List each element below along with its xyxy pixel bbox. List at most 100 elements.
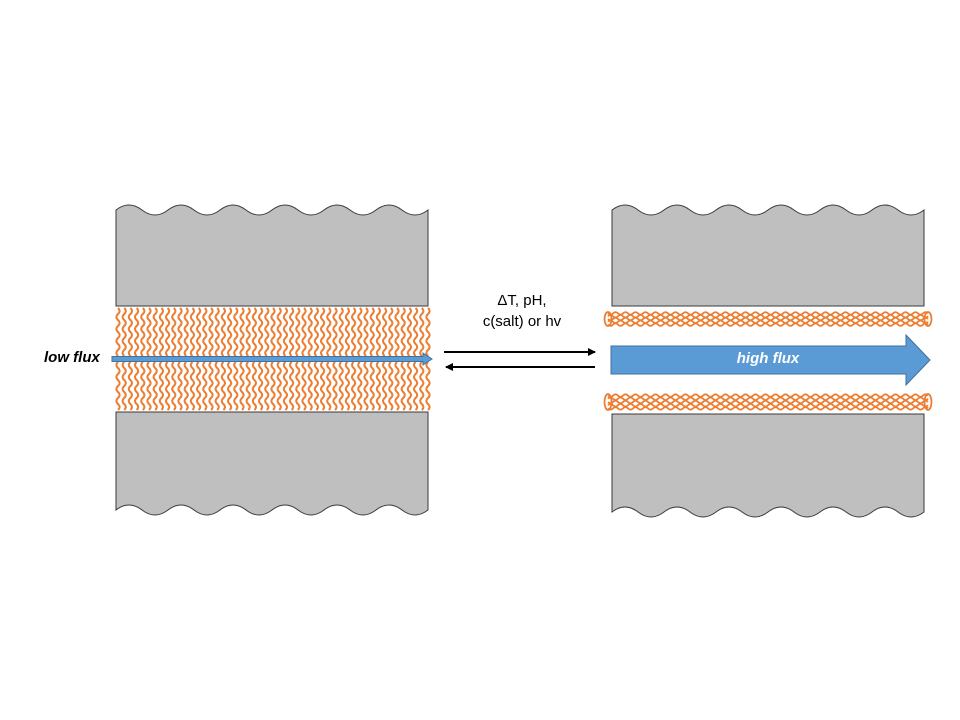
- polymer-chain: [264, 307, 270, 357]
- polymer-chain: [264, 361, 270, 411]
- collapsed-chain-end: [923, 311, 933, 327]
- polymer-chain: [344, 307, 350, 357]
- polymer-chain: [289, 361, 295, 411]
- polymer-chain: [171, 307, 177, 357]
- polymer-chain: [127, 361, 133, 411]
- polymer-chain: [413, 307, 419, 357]
- polymer-chain: [165, 307, 171, 357]
- polymer-chain: [295, 307, 301, 357]
- polymer-chain: [282, 307, 288, 357]
- stimulus-label: ΔT, pH, c(salt) or hv: [448, 290, 596, 332]
- polymer-chain: [369, 307, 375, 357]
- collapsed-polymer-chain: [607, 396, 929, 401]
- polymer-chain: [239, 307, 245, 357]
- polymer-chain: [419, 361, 425, 411]
- reversible-switch-arrows: [444, 348, 596, 371]
- polymer-chain: [146, 361, 152, 411]
- collapsed-polymer-chain: [607, 322, 929, 327]
- left-pore: [111, 204, 433, 516]
- polymer-chain: [171, 361, 177, 411]
- polymer-chain: [357, 307, 363, 357]
- stimulus-line-2: c(salt) or hv: [482, 313, 562, 330]
- collapsed-polymer-chain: [607, 393, 929, 398]
- polymer-chain: [134, 307, 140, 357]
- polymer-chain: [245, 361, 251, 411]
- polymer-chain: [425, 361, 431, 411]
- polymer-chain: [177, 307, 183, 357]
- collapsed-polymer-chain: [607, 399, 929, 405]
- polymer-chain: [394, 361, 400, 411]
- polymer-chain: [134, 361, 140, 411]
- polymer-chain: [115, 361, 121, 411]
- polymer-chain: [158, 307, 164, 357]
- polymer-chain: [344, 361, 350, 411]
- polymer-chain: [196, 307, 202, 357]
- polymer-chain: [425, 307, 431, 357]
- polymer-chain: [183, 307, 189, 357]
- polymer-chain: [351, 307, 357, 357]
- polymer-chain: [388, 307, 394, 357]
- right-bottom-wall: [611, 413, 925, 518]
- polymer-chain: [189, 307, 195, 357]
- polymer-chain: [394, 307, 400, 357]
- polymer-chain: [152, 307, 158, 357]
- polymer-chain: [233, 307, 239, 357]
- polymer-chain: [382, 307, 388, 357]
- polymer-chain: [326, 307, 332, 357]
- polymer-chain: [258, 361, 264, 411]
- polymer-chain: [140, 307, 146, 357]
- polymer-chain: [307, 361, 313, 411]
- polymer-chain: [189, 361, 195, 411]
- polymer-chain: [208, 307, 214, 357]
- collapsed-chain-end: [603, 311, 613, 327]
- polymer-chain: [202, 307, 208, 357]
- collapsed-polymer-chain: [607, 406, 929, 411]
- polymer-chain: [177, 361, 183, 411]
- polymer-chain: [351, 361, 357, 411]
- polymer-chain: [227, 361, 233, 411]
- polymer-chain: [183, 361, 189, 411]
- polymer-chain: [140, 361, 146, 411]
- right-top-wall: [611, 204, 925, 307]
- polymer-chain: [289, 307, 295, 357]
- polymer-chain: [239, 361, 245, 411]
- polymer-chain: [214, 361, 220, 411]
- polymer-chain: [251, 361, 257, 411]
- polymer-chain: [419, 307, 425, 357]
- left-brush-top-swollen: [115, 307, 431, 357]
- polymer-chain: [388, 361, 394, 411]
- left-bottom-wall: [115, 411, 429, 516]
- polymer-chain: [313, 361, 319, 411]
- polymer-chain: [165, 361, 171, 411]
- polymer-chain: [301, 307, 307, 357]
- polymer-chain: [270, 361, 276, 411]
- right-brush-bottom-collapsed: [603, 393, 933, 411]
- high-flux-label: high flux: [736, 350, 800, 367]
- polymer-chain: [357, 361, 363, 411]
- polymer-chain: [158, 361, 164, 411]
- low-flux-label: low flux: [44, 349, 100, 366]
- polymer-chain: [400, 361, 406, 411]
- polymer-chain: [127, 307, 133, 357]
- polymer-chain: [320, 361, 326, 411]
- polymer-chain: [307, 307, 313, 357]
- polymer-chain: [233, 361, 239, 411]
- polymer-chain: [363, 307, 369, 357]
- polymer-chain: [400, 307, 406, 357]
- left-top-wall: [115, 204, 429, 307]
- low-flux-arrow: [111, 352, 433, 366]
- collapsed-polymer-chain: [607, 403, 929, 408]
- polymer-chain: [121, 361, 127, 411]
- polymer-chain: [338, 307, 344, 357]
- polymer-chain: [326, 361, 332, 411]
- polymer-chain: [214, 307, 220, 357]
- polymer-chain: [406, 361, 412, 411]
- polymer-chain: [208, 361, 214, 411]
- polymer-chain: [115, 307, 121, 357]
- polymer-chain: [313, 307, 319, 357]
- polymer-chain: [332, 361, 338, 411]
- polymer-chain: [258, 307, 264, 357]
- polymer-chain: [320, 307, 326, 357]
- polymer-chain: [295, 361, 301, 411]
